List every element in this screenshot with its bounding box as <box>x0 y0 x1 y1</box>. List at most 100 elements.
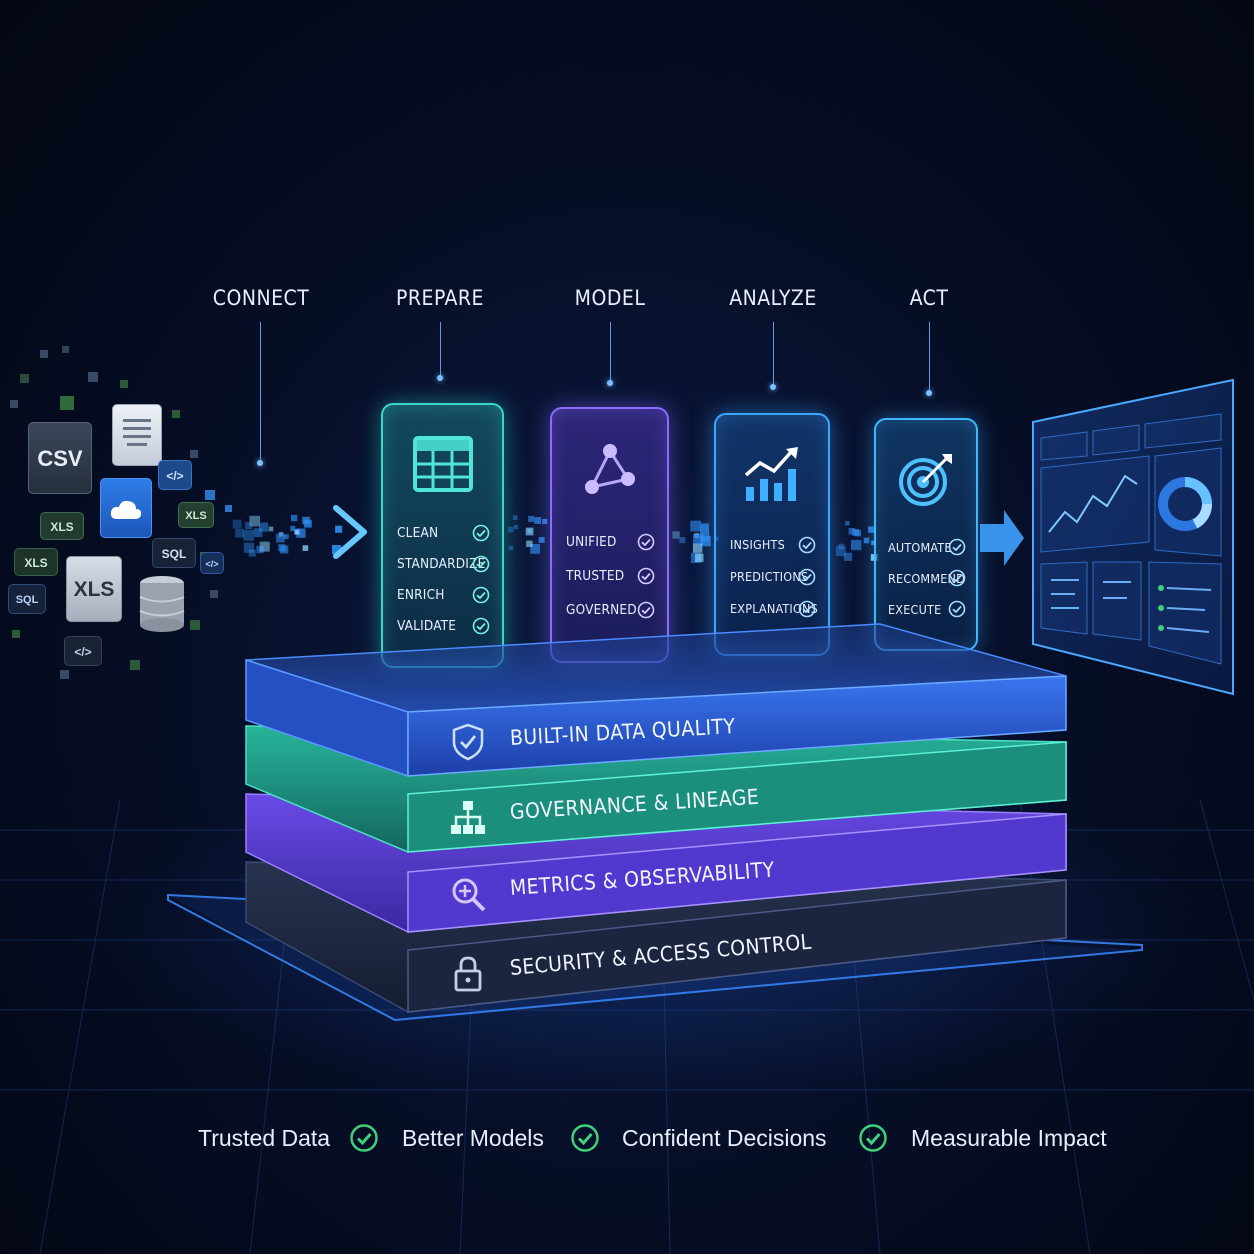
csv-file-icon: CSV <box>28 422 92 494</box>
stream-pixel <box>868 526 875 533</box>
benefits-row: Trusted Data Better Models Confident Dec… <box>0 1120 1254 1160</box>
stream-pixel <box>332 545 342 555</box>
cloud-file-icon <box>100 478 152 538</box>
stream-pixel <box>848 528 856 535</box>
list-item: VALIDATE <box>383 611 502 642</box>
check-icon <box>472 617 490 635</box>
list-item: CLEAN <box>383 518 502 549</box>
layer-data-quality <box>245 623 1067 778</box>
stream-pixel <box>690 520 702 532</box>
stream-pixel <box>303 519 312 528</box>
stream-pixel <box>512 515 518 520</box>
sql-file-icon: SQL <box>152 538 196 568</box>
stream-pixel <box>243 530 254 541</box>
connector-line <box>260 322 261 464</box>
stream-pixel <box>693 534 704 545</box>
stream-pixel <box>679 537 686 544</box>
stream-pixel <box>863 537 870 544</box>
check-icon <box>637 567 655 585</box>
stream-pixel <box>232 519 242 529</box>
database-icon <box>136 574 188 634</box>
check-icon <box>798 568 816 586</box>
code-file-icon: </> <box>158 460 192 490</box>
list-item: PREDICTIONS <box>716 561 828 593</box>
check-icon <box>472 555 490 573</box>
stage-label-model: MODEL <box>574 286 646 310</box>
stream-pixel <box>283 534 289 539</box>
stage-label-connect: CONNECT <box>212 286 310 310</box>
check-icon <box>798 600 816 618</box>
list-item: INSIGHTS <box>716 529 828 561</box>
network-nodes-icon <box>552 439 667 509</box>
xls-file-icon: XLS <box>40 512 84 540</box>
connector-dot <box>257 460 263 466</box>
xls-file-icon: XLS <box>14 548 58 576</box>
stream-pixel <box>259 548 264 553</box>
code-file-icon: </> <box>64 636 102 666</box>
check-icon <box>637 601 655 619</box>
stage-card-analyze: INSIGHTS PREDICTIONS EXPLANATIONS <box>714 413 830 656</box>
stage-label-prepare: PREPARE <box>396 286 484 310</box>
check-icon <box>948 538 966 556</box>
table-icon <box>383 435 502 505</box>
stream-pixel <box>243 542 255 553</box>
benefit-trusted-data: Trusted Data <box>198 1125 331 1151</box>
check-icon <box>798 536 816 554</box>
stream-pixel <box>235 528 244 538</box>
stream-pixel <box>302 545 309 551</box>
document-file-icon <box>112 404 162 466</box>
stream-pixel <box>538 537 545 543</box>
connector-dot <box>770 384 776 390</box>
stream-pixel <box>259 522 269 532</box>
arrow-icon <box>980 510 1024 566</box>
check-circle-icon <box>859 1124 887 1152</box>
stream-pixel <box>259 541 270 552</box>
list-item: RECOMMEND <box>888 569 966 587</box>
list-item: ENRICH <box>383 580 502 611</box>
stream-pixel <box>871 540 876 546</box>
stream-pixel <box>835 546 846 557</box>
check-icon <box>472 586 490 604</box>
stream-pixel <box>542 518 548 525</box>
stream-pixel <box>508 545 514 551</box>
stream-pixel <box>245 522 253 530</box>
check-icon <box>948 569 966 587</box>
stream-pixel <box>695 553 704 562</box>
stream-pixel <box>335 525 343 533</box>
hierarchy-icon <box>451 801 485 834</box>
stream-pixel <box>253 528 263 537</box>
arrow-icon <box>333 505 367 559</box>
connector-dot <box>926 390 932 396</box>
stream-pixel <box>296 528 306 538</box>
connector-dot <box>437 375 443 381</box>
xls-file-icon: XLS <box>66 556 122 622</box>
connector-line <box>610 322 611 382</box>
stream-pixel <box>528 515 535 522</box>
stream-pixel <box>290 525 296 531</box>
connector-line <box>773 322 774 386</box>
stream-pixel <box>854 530 862 537</box>
benefit-measurable-impact: Measurable Impact <box>911 1125 1107 1151</box>
stage-card-model: UNIFIED TRUSTED GOVERNED <box>550 407 669 663</box>
list-item: GOVERNED <box>552 593 667 627</box>
stream-pixel <box>845 521 850 526</box>
check-circle-icon <box>350 1124 378 1152</box>
stream-pixel <box>530 543 541 554</box>
lock-icon <box>454 956 482 992</box>
stream-pixel <box>249 515 260 527</box>
check-icon <box>948 600 966 618</box>
benefit-better-models: Better Models <box>402 1125 544 1151</box>
stream-pixel <box>851 539 862 551</box>
trend-chart-icon <box>716 445 828 515</box>
stream-pixel <box>268 526 274 532</box>
stream-pixel <box>294 529 299 535</box>
list-item: EXPLANATIONS <box>730 600 818 618</box>
data-sources: CSV </> XLS XLS XLS SQL XLS SQL </> </> <box>0 330 240 700</box>
check-icon <box>637 533 655 551</box>
shield-check-icon <box>452 723 484 761</box>
benefit-confident-decisions: Confident Decisions <box>622 1125 827 1151</box>
code-file-icon: </> <box>200 552 224 574</box>
stream-pixel <box>700 532 710 542</box>
stream-pixel <box>513 524 518 530</box>
